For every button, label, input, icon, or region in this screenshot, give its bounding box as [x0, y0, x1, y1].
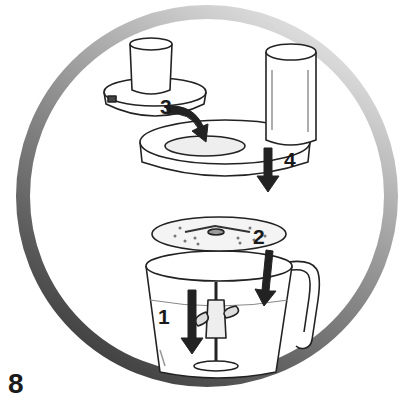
callout-number: 4 [284, 149, 296, 170]
frame-ring [23, 12, 391, 380]
callout-number: 1 [158, 306, 170, 327]
step-number: 8 [8, 370, 24, 398]
feed-tube [266, 52, 316, 145]
callout-number: 3 [160, 96, 172, 117]
shaft-base [194, 361, 238, 371]
arrow-1 [181, 290, 203, 354]
arrow-4 [257, 148, 279, 192]
slicing-disc [152, 217, 286, 251]
tube-inner [272, 70, 308, 132]
blade-left [195, 312, 208, 326]
callout-number: 2 [253, 226, 265, 247]
pusher-top [130, 38, 172, 50]
handle-inner [292, 270, 310, 332]
blade-right [224, 306, 238, 318]
parts [104, 38, 320, 378]
feed-tube-top [266, 44, 316, 60]
arrow-2 [255, 250, 276, 306]
disc-hub [208, 229, 224, 235]
pusher [130, 44, 172, 94]
bowl-handle [288, 261, 320, 348]
disc-holes [174, 227, 267, 246]
bowl-shade [160, 350, 165, 366]
pusher-tab [108, 96, 116, 102]
blade-holder [206, 300, 226, 338]
arrow-3 [166, 106, 208, 142]
arrows [166, 106, 279, 354]
